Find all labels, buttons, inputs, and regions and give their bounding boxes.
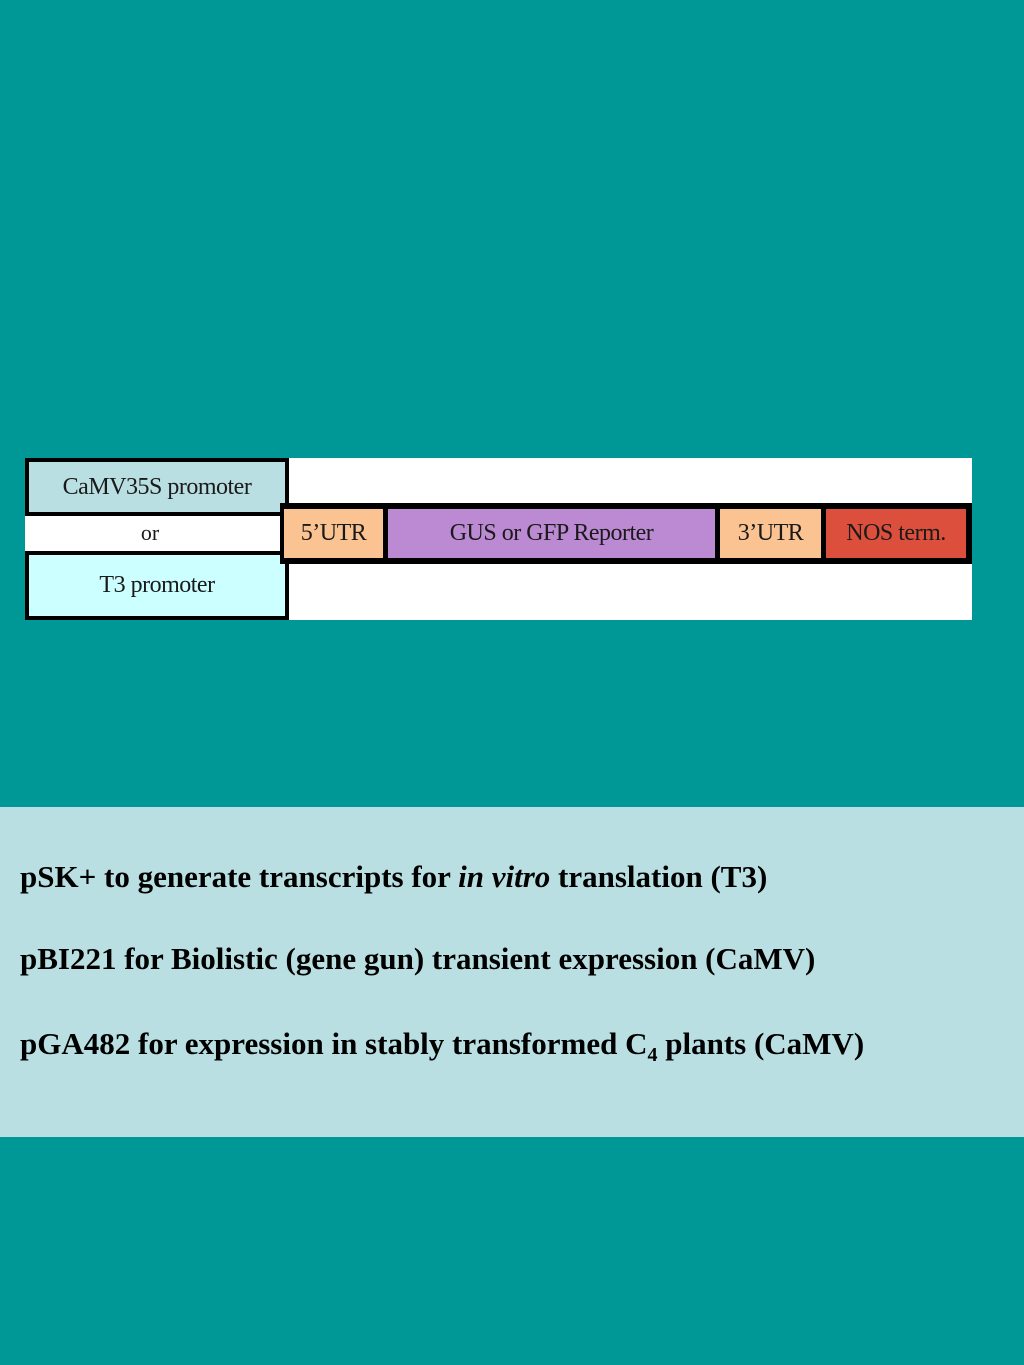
note-pbi221-text: pBI221 for Biolistic (gene gun) transien… (20, 941, 816, 976)
note-pga482-subscript: 4 (647, 1044, 658, 1067)
note-psk-text-b: translation (T3) (550, 859, 768, 894)
gene-construct-diagram: CaMV35S promoter or T3 promoter 5’UTR GU… (25, 458, 972, 620)
note-pga482-text-b: plants (CaMV) (657, 1026, 865, 1061)
note-psk-text-a: pSK+ to generate transcripts for (20, 859, 459, 894)
five-utr-segment: 5’UTR (284, 509, 383, 558)
vector-notes-panel: pSK+ to generate transcripts for in vitr… (0, 807, 1024, 1137)
reporter-label: GUS or GFP Reporter (449, 520, 654, 546)
five-utr-label: 5’UTR (300, 520, 367, 546)
note-psk-italic: in vitro (458, 859, 551, 894)
reporter-segment: GUS or GFP Reporter (388, 509, 715, 558)
note-pbi221: pBI221 for Biolistic (gene gun) transien… (20, 941, 815, 977)
camv35s-promoter-box: CaMV35S promoter (25, 458, 289, 516)
three-utr-segment: 3’UTR (720, 509, 821, 558)
note-psk: pSK+ to generate transcripts for in vitr… (20, 859, 767, 895)
t3-promoter-label: T3 promoter (99, 572, 215, 598)
nos-terminator-label: NOS term. (846, 520, 946, 546)
nos-terminator-segment: NOS term. (826, 509, 966, 558)
reporter-cassette: 5’UTR GUS or GFP Reporter 3’UTR NOS term… (280, 503, 972, 564)
or-label: or (140, 520, 160, 545)
note-pga482: pGA482 for expression in stably transfor… (20, 1026, 865, 1065)
three-utr-label: 3’UTR (737, 520, 804, 546)
note-pga482-text-a: pGA482 for expression in stably transfor… (20, 1026, 648, 1061)
camv35s-promoter-label: CaMV35S promoter (62, 473, 252, 500)
t3-promoter-box: T3 promoter (25, 551, 289, 620)
